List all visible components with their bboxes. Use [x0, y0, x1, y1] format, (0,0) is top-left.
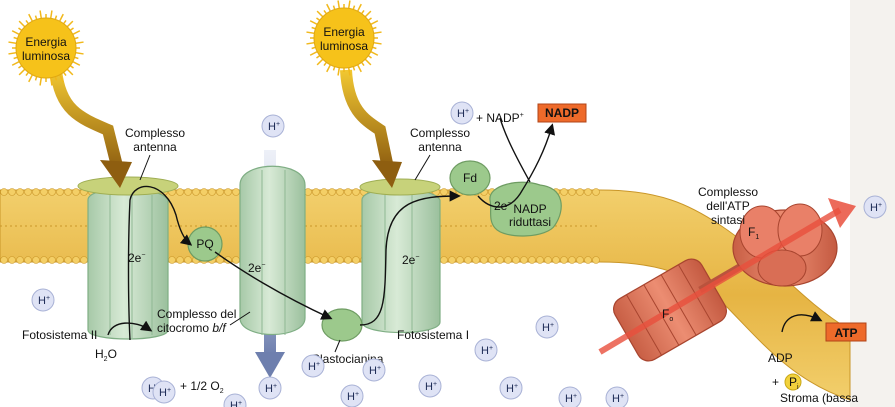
antenna1-label-l1: Complesso	[125, 126, 185, 140]
atp-synthase	[598, 198, 856, 362]
antenna2-label-l1: Complesso	[410, 126, 470, 140]
svg-text:H+: H+	[347, 391, 359, 403]
sun2-line1: Energia	[323, 25, 365, 39]
plus-label: +	[772, 375, 779, 389]
stroma-label: Stroma (bassa	[780, 391, 858, 405]
atp-box-label: ATP	[834, 326, 857, 340]
svg-text:H+: H+	[369, 365, 381, 377]
ps1-label: Fotosistema I	[397, 328, 469, 342]
electron-label-3: 2e−	[402, 253, 419, 267]
cyt-label-l1: Complesso del	[157, 307, 236, 321]
pi-label: Pi	[789, 375, 799, 391]
sun1-line2: luminosa	[22, 49, 70, 63]
photosystem-i	[359, 178, 441, 334]
svg-text:H+: H+	[542, 322, 554, 334]
svg-text:H+: H+	[38, 295, 50, 307]
sun1-line1: Energia	[25, 35, 67, 49]
antenna2-label-l2: antenna	[418, 140, 462, 154]
electron-label-2: 2e−	[248, 261, 265, 275]
h-ion: H+	[301, 354, 325, 378]
svg-text:H+: H+	[457, 108, 469, 120]
h-ion: H+	[450, 101, 474, 125]
svg-text:H+: H+	[308, 361, 320, 373]
electron-label-4: 2e−	[494, 199, 511, 213]
h-ion: H+	[340, 384, 364, 407]
atp-box	[825, 322, 867, 342]
ps2-label: Fotosistema II	[22, 328, 97, 342]
h-ion: H+	[605, 386, 629, 407]
pq-label: PQ	[196, 237, 213, 251]
antenna1-label-l2: antenna	[133, 140, 177, 154]
proton-ions: H+H+H+H+H+H+H+H+H+H+H+H+H+H+H+H+H+	[31, 101, 887, 407]
h-ion: H+	[418, 374, 442, 398]
nadp-box	[537, 103, 587, 123]
equation-oxygen: + 1/2 O2	[180, 379, 224, 395]
fd-label: Fd	[463, 171, 477, 185]
svg-text:H+: H+	[425, 381, 437, 393]
sun2-line2: luminosa	[320, 39, 368, 53]
cytochrome-bf-complex	[239, 165, 306, 335]
h-ion: H+	[535, 315, 559, 339]
svg-text:H+: H+	[612, 393, 624, 405]
svg-text:H+: H+	[506, 383, 518, 395]
h-ion: H+	[499, 376, 523, 400]
svg-text:H+: H+	[481, 345, 493, 357]
nadp-reductase	[489, 181, 562, 237]
adp-label: ADP	[768, 351, 793, 365]
h-ion: H+	[223, 393, 247, 407]
plastocyanin	[321, 308, 363, 342]
h-ion: H+	[362, 358, 386, 382]
svg-text:H+: H+	[565, 393, 577, 405]
nadp-reductase-l1: NADP	[513, 202, 546, 216]
h-ion: H+	[258, 376, 282, 400]
svg-text:H+: H+	[230, 400, 242, 407]
svg-text:H+: H+	[268, 121, 280, 133]
atp-synthase-l1: Complesso	[698, 185, 758, 199]
nadp-reductase-l2: riduttasi	[509, 215, 551, 229]
light-arrow-left	[50, 69, 132, 188]
nadp-plus-label: + NADP+	[476, 111, 524, 125]
h-ion: H+	[152, 380, 176, 404]
sun-icon-left	[8, 10, 84, 86]
svg-text:H+: H+	[265, 383, 277, 395]
atp-synthase-l3: sintasi	[711, 213, 745, 227]
water-label: H2O	[95, 347, 117, 363]
h-ion: H+	[474, 338, 498, 362]
svg-text:H+: H+	[870, 202, 882, 214]
fo-label: Fo	[662, 307, 673, 323]
nadp-box-label: NADP	[545, 106, 579, 120]
electron-label-1: 2e−	[128, 251, 145, 265]
electron-path	[107, 117, 823, 341]
ferredoxin	[449, 160, 491, 196]
cyt-label-l2: citocromo b/f	[157, 321, 227, 335]
sun-icon-right	[306, 0, 382, 76]
f1-label: F1	[748, 225, 759, 241]
h-ion: H+	[863, 195, 887, 219]
svg-text:H+: H+	[159, 387, 171, 399]
light-arrow-right	[340, 69, 402, 188]
pi-circle	[784, 373, 802, 391]
h-ion: H+	[261, 114, 285, 138]
h-ion: H+	[31, 288, 55, 312]
h-ion: H+	[558, 386, 582, 407]
atp-synthase-l2: dell'ATP	[706, 199, 749, 213]
